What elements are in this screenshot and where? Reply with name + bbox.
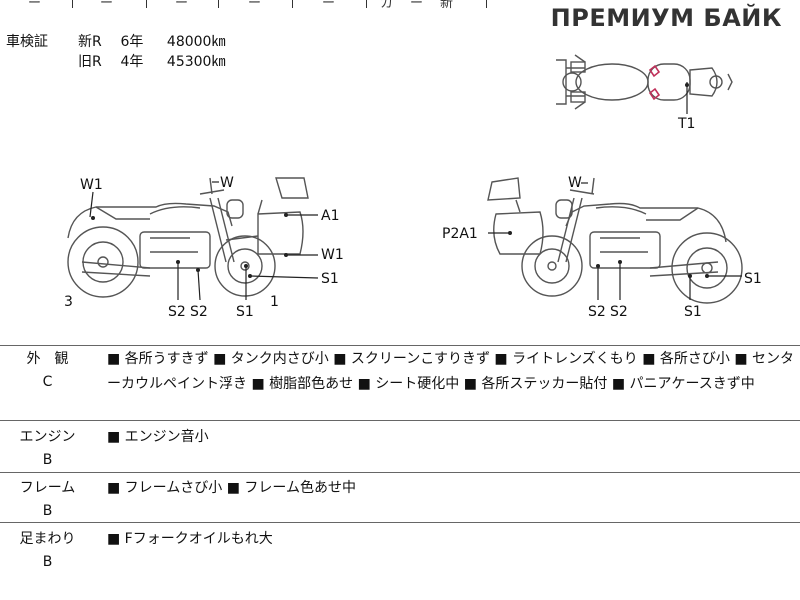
top-cell	[366, 0, 487, 8]
top-cell	[72, 0, 147, 8]
section-suspension-remarks: ■ Fフォークオイルもれ大	[107, 527, 793, 552]
remark-line: ■ Fフォークオイルもれ大	[107, 531, 273, 547]
section-exterior-remarks: ■ 各所うすきず ■ タンク内さび小 ■ スクリーンこすりきず ■ ライトレンズ…	[107, 347, 795, 397]
label-3: 3	[64, 294, 73, 310]
label-w1: W1	[80, 177, 103, 193]
top-glyph: ー	[175, 0, 189, 11]
category-name: エンジン	[19, 429, 76, 445]
left-side-bike	[67, 177, 309, 298]
divider	[0, 522, 800, 523]
label-1: 1	[270, 294, 279, 310]
section-frame-category: フレーム B	[0, 477, 95, 523]
remark-line: ーカウルペイント浮き ■ 樹脂部色あせ ■ シート硬化中 ■ 各所ステッカー貼付…	[107, 376, 755, 392]
remark-line: ■ エンジン音小	[107, 429, 209, 445]
category-name: 足まわり	[19, 531, 76, 547]
label-w1: W1	[321, 247, 344, 263]
top-glyph: ー	[100, 0, 114, 11]
category-name: 外 観	[26, 351, 69, 367]
top-glyph: カ	[380, 0, 394, 11]
top-view-bike	[556, 54, 733, 110]
label-p2a1: P2A1	[442, 226, 478, 242]
category-grade: B	[42, 452, 53, 468]
label-a1: A1	[321, 208, 340, 224]
section-engine-remarks: ■ エンジン音小	[107, 425, 793, 450]
category-name: フレーム	[19, 480, 76, 496]
right-side-bike	[487, 177, 743, 304]
label-s2: S2	[168, 304, 186, 320]
top-glyph: ー	[248, 0, 262, 11]
inspection-label: 車検証	[6, 34, 48, 50]
inspection-km: 45300㎞	[166, 54, 226, 70]
section-frame-remarks: ■ フレームさび小 ■ フレーム色あせ中	[107, 476, 793, 501]
inspection-row: 旧R 4年 45300㎞	[78, 52, 225, 72]
category-grade: C	[42, 374, 53, 390]
inspection-kind: 新R	[78, 34, 102, 50]
motorcycle-diagram	[67, 54, 743, 304]
label-w: W	[220, 175, 234, 191]
category-grade: B	[42, 554, 53, 570]
section-exterior-category: 外 観 C	[0, 348, 95, 394]
divider	[0, 472, 800, 473]
top-cell	[146, 0, 219, 8]
divider	[0, 345, 800, 346]
label-t1: T1	[678, 116, 696, 132]
inspection-years: 4年	[120, 54, 144, 70]
damage-diagram: T1 W1 W A1 W1 S1 3 1 S2 S2 S1 W P2A1 S1 …	[0, 40, 800, 345]
label-s1: S1	[236, 304, 254, 320]
label-s1: S1	[684, 304, 702, 320]
inspection-km: 48000㎞	[166, 34, 226, 50]
top-glyph: ー	[322, 0, 336, 11]
label-s2: S2	[610, 304, 628, 320]
label-s2: S2	[588, 304, 606, 320]
inspection-kind: 旧R	[78, 54, 102, 70]
top-glyph: ー	[28, 0, 42, 11]
watermark-logo: ПРЕМИУМ БАЙК	[550, 4, 782, 32]
label-s1: S1	[321, 271, 339, 287]
section-suspension-category: 足まわり B	[0, 528, 95, 574]
top-glyph: ー	[410, 0, 424, 11]
top-cell	[218, 0, 293, 8]
category-grade: B	[42, 503, 53, 519]
label-s1: S1	[744, 271, 762, 287]
inspection-years: 6年	[120, 34, 144, 50]
top-cell	[0, 0, 73, 8]
divider	[0, 420, 800, 421]
inspection-row: 新R 6年 48000㎞	[78, 32, 225, 52]
label-w: W	[568, 175, 582, 191]
top-cell	[292, 0, 367, 8]
top-cell-strip: ー ー ー ー ー カ ー 新	[0, 0, 800, 11]
label-s2: S2	[190, 304, 208, 320]
remark-line: ■ フレームさび小 ■ フレーム色あせ中	[107, 480, 356, 496]
top-glyph: 新	[440, 0, 454, 11]
remark-line: ■ 各所うすきず ■ タンク内さび小 ■ スクリーンこすりきず ■ ライトレンズ…	[107, 351, 795, 367]
section-engine-category: エンジン B	[0, 426, 95, 472]
